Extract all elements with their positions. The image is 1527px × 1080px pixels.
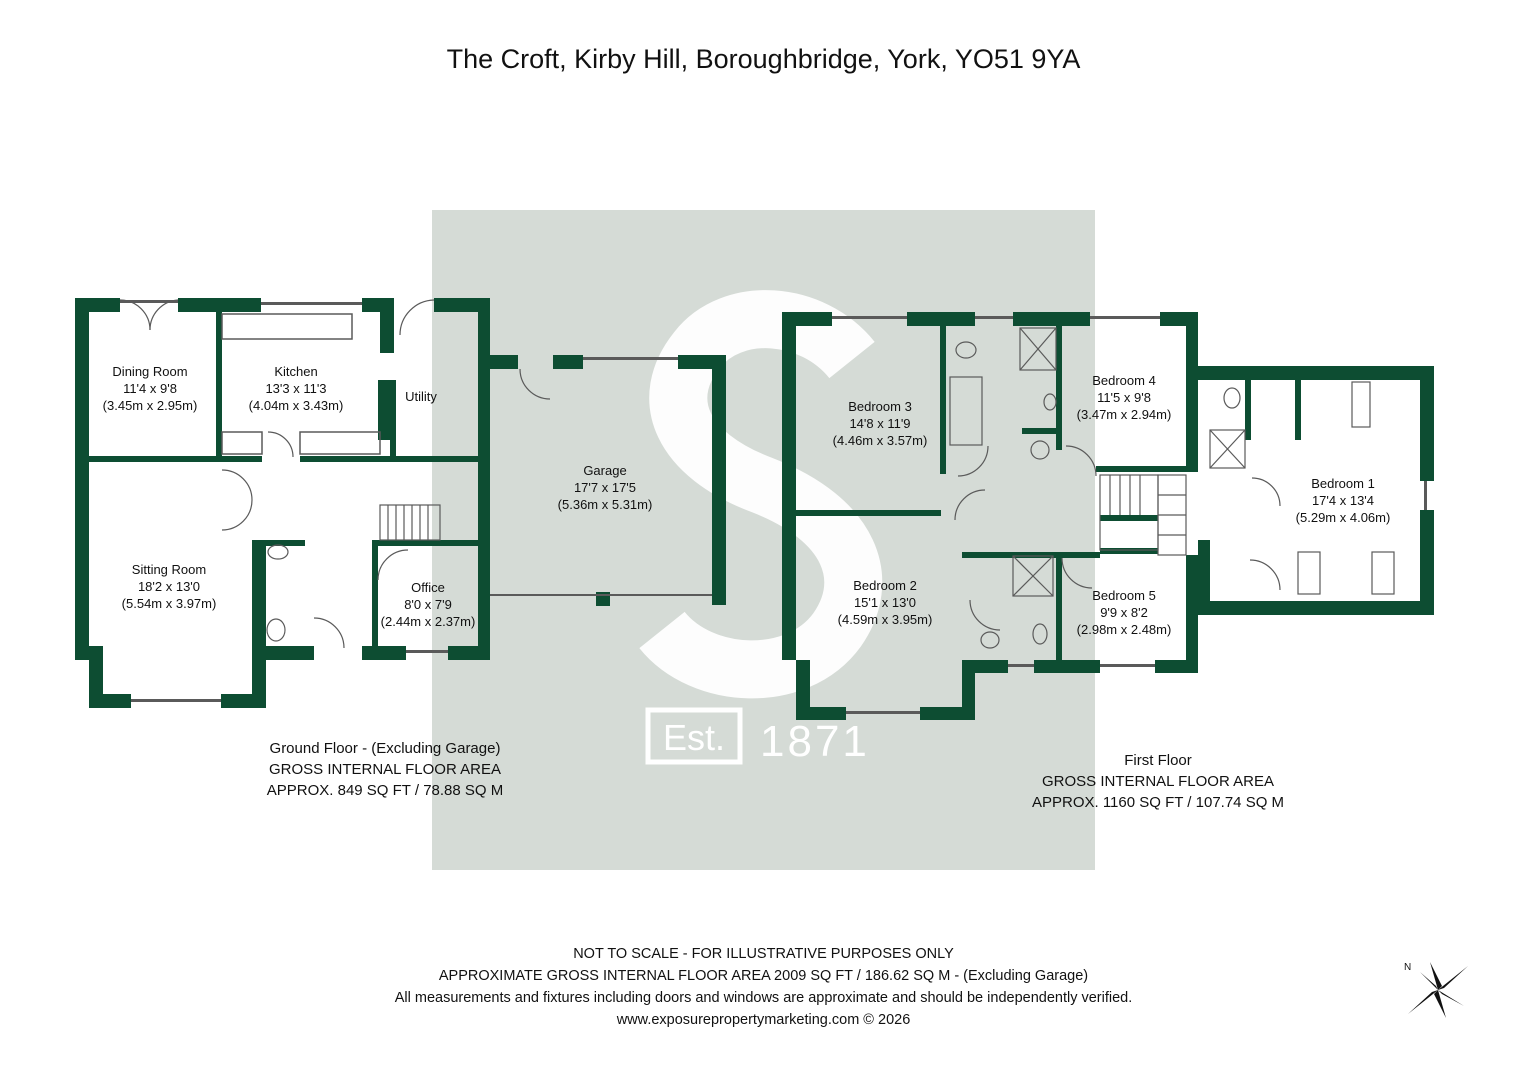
footer-measurements-note: All measurements and fixtures including …: [394, 990, 1133, 1006]
room-name: Bedroom 5: [1092, 588, 1156, 603]
room-name: Bedroom 3: [848, 399, 912, 414]
room-imperial: 17'7 x 17'5: [573, 480, 637, 495]
room-name: Bedroom 1: [1311, 476, 1375, 491]
room-name: Sitting Room: [131, 562, 207, 577]
room-imperial: 11'4 x 9'8: [123, 381, 177, 396]
room-imperial: 13'3 x 11'3: [265, 381, 327, 396]
room-metric: (4.59m x 3.95m): [837, 612, 933, 627]
room-label-sitting-room: Sitting Room 18'2 x 13'0 (5.54m x 3.97m): [122, 561, 217, 612]
compass-rose-icon: N: [1404, 962, 1468, 1018]
ground-floor-gia-heading: GROSS INTERNAL FLOOR AREA: [268, 761, 501, 778]
room-label-utility: Utility: [405, 388, 437, 405]
disclaimer-footer: NOT TO SCALE - FOR ILLUSTRATIVE PURPOSES…: [0, 943, 1527, 1031]
room-metric: (3.45m x 2.95m): [102, 398, 198, 413]
ground-floor-area-label: Ground Floor - (Excluding Garage) GROSS …: [267, 738, 503, 801]
room-label-bedroom-2: Bedroom 2 15'1 x 13'0 (4.59m x 3.95m): [838, 577, 933, 628]
first-floor-gia-heading: GROSS INTERNAL FLOOR AREA: [1042, 773, 1274, 790]
room-name: Dining Room: [112, 364, 188, 379]
room-label-garage: Garage 17'7 x 17'5 (5.36m x 5.31m): [558, 462, 653, 513]
ground-floor-plan: [75, 298, 726, 708]
room-name: Utility: [405, 389, 437, 404]
room-metric: (5.54m x 3.97m): [121, 596, 217, 611]
room-metric: (5.36m x 5.31m): [557, 497, 653, 512]
room-name: Kitchen: [274, 364, 318, 379]
first-floor-title: First Floor: [1124, 752, 1192, 769]
watermark-logo: Est. 1871: [639, 290, 883, 766]
room-metric: (2.98m x 2.48m): [1076, 622, 1172, 637]
room-metric: (3.47m x 2.94m): [1076, 407, 1172, 422]
room-imperial: 8'0 x 7'9: [404, 597, 452, 612]
room-label-bedroom-4: Bedroom 4 11'5 x 9'8 (3.47m x 2.94m): [1077, 372, 1172, 423]
room-label-dining-room: Dining Room 11'4 x 9'8 (3.45m x 2.95m): [103, 363, 198, 414]
room-label-kitchen: Kitchen 13'3 x 11'3 (4.04m x 3.43m): [249, 363, 344, 414]
first-floor-plan: [782, 312, 1434, 720]
room-name: Office: [411, 580, 445, 595]
room-metric: (5.29m x 4.06m): [1295, 510, 1391, 525]
room-imperial: 11'5 x 9'8: [1097, 390, 1151, 405]
compass-north-label: N: [1404, 962, 1411, 973]
room-imperial: 15'1 x 13'0: [853, 595, 917, 610]
footer-not-to-scale: NOT TO SCALE - FOR ILLUSTRATIVE PURPOSES…: [573, 946, 954, 962]
room-name: Bedroom 4: [1092, 373, 1156, 388]
room-label-office: Office 8'0 x 7'9 (2.44m x 2.37m): [381, 579, 476, 630]
room-label-bedroom-5: Bedroom 5 9'9 x 8'2 (2.98m x 2.48m): [1077, 587, 1172, 638]
room-name: Bedroom 2: [853, 578, 917, 593]
room-metric: (4.46m x 3.57m): [832, 433, 928, 448]
room-metric: (2.44m x 2.37m): [380, 614, 476, 629]
room-imperial: 17'4 x 13'4: [1311, 493, 1375, 508]
footer-website-link[interactable]: www.exposurepropertymarketing.com © 2026: [616, 1012, 911, 1028]
room-imperial: 14'8 x 11'9: [849, 416, 911, 431]
room-imperial: 9'9 x 8'2: [1100, 605, 1148, 620]
first-floor-area-label: First Floor GROSS INTERNAL FLOOR AREA AP…: [1032, 750, 1284, 813]
room-metric: (4.04m x 3.43m): [248, 398, 344, 413]
watermark-est: Est.: [663, 717, 725, 758]
room-name: Garage: [583, 463, 627, 478]
first-floor-gia-value: APPROX. 1160 SQ FT / 107.74 SQ M: [1031, 794, 1285, 811]
ground-floor-gia-value: APPROX. 849 SQ FT / 78.88 SQ M: [266, 782, 504, 799]
room-imperial: 18'2 x 13'0: [137, 579, 201, 594]
property-address-title: The Croft, Kirby Hill, Boroughbridge, Yo…: [446, 44, 1081, 74]
ground-floor-title: Ground Floor - (Excluding Garage): [269, 740, 501, 757]
room-label-bedroom-3: Bedroom 3 14'8 x 11'9 (4.46m x 3.57m): [833, 398, 928, 449]
footer-total-area: APPROXIMATE GROSS INTERNAL FLOOR AREA 20…: [438, 968, 1089, 984]
watermark-year: 1871: [760, 717, 870, 766]
room-label-bedroom-1: Bedroom 1 17'4 x 13'4 (5.29m x 4.06m): [1296, 475, 1391, 526]
